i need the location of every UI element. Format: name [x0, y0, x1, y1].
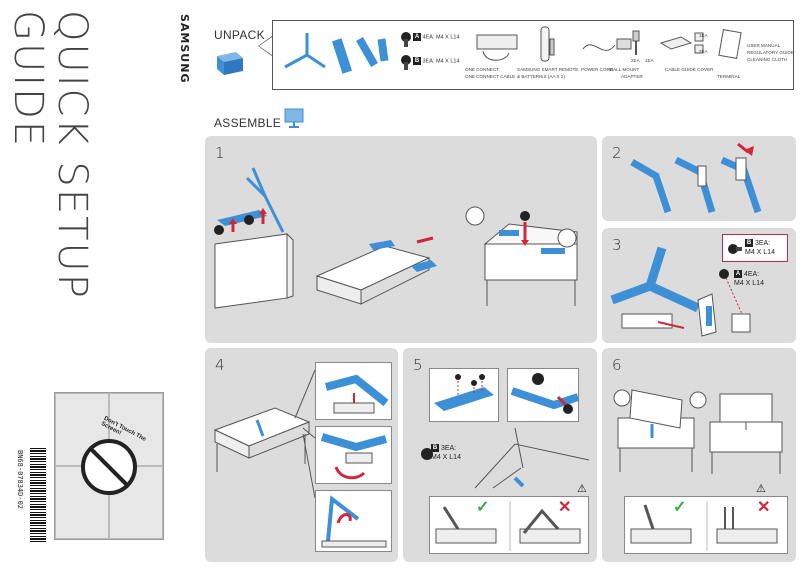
detail-illustration [434, 374, 494, 411]
step-4-number: 4 [215, 356, 225, 374]
power-cord-label: POWER CORD [581, 67, 614, 72]
cable-guide-label: CABLE GUIDE COVER [665, 67, 714, 72]
screw-icon [401, 32, 411, 70]
incorrect-icon: ✕ [757, 499, 771, 516]
adapter-label: ADAPTER [621, 74, 643, 79]
step-1-panel: 1 [205, 136, 597, 343]
step-3-b-label: B 3EA: M4 X L14 [745, 239, 775, 257]
one-connect-label: ONE CONNECT [465, 67, 499, 72]
comparison-illustration [435, 501, 581, 551]
step-3-illustration [610, 246, 751, 337]
correct-icon: ✓ [476, 499, 490, 516]
step-5-illustration [421, 427, 590, 489]
step-2-panel: 2 [602, 136, 796, 221]
step-5-b-tag: B [431, 444, 439, 453]
step-3-panel: 3 B 3EA: M4 X L14 A 4EA: M4 X L14 [602, 228, 796, 343]
step-4-detail-1 [315, 362, 392, 420]
screw-a-text: 4EA: M4 X L14 [422, 34, 460, 41]
cable-guide-qty-1ea: 1EA [699, 33, 708, 38]
brand-logo: SAMSUNG [178, 14, 191, 84]
step-3-a-qty: 4EA: [743, 271, 760, 278]
detail-illustration [320, 433, 388, 480]
cable-guide-qty-2ea: 2EA [699, 49, 708, 54]
step-5-right-wrong: ✓ ✕ [429, 496, 589, 554]
adapter-qty-1ea: 1EA [645, 58, 654, 63]
step-6-panel: 6 ✓ ✕ ⚠ [602, 348, 796, 562]
step-5-b-size: M4 X L14 [431, 454, 461, 461]
comparison-illustration [630, 501, 778, 551]
batteries-label: & BATTERIES (AA X 2) [517, 74, 565, 79]
step-6-illustration [613, 389, 783, 474]
step-3-b-size: M4 X L14 [745, 249, 775, 256]
detail-illustration [510, 373, 580, 414]
step-2-illustration [630, 142, 762, 214]
step-3-a-tag: A [734, 270, 742, 279]
step-5-detail-2 [507, 368, 580, 422]
step-4-detail-3 [315, 490, 392, 552]
card-quadrant [55, 393, 109, 466]
step-5-b-qty: 3EA: [440, 445, 457, 452]
step-5-detail-1 [429, 368, 499, 422]
unpack-pointer [258, 36, 272, 56]
screw-a-tag: A [413, 33, 421, 41]
wall-mount-adapter-icon [632, 30, 640, 55]
warning-icon: ⚠ [577, 483, 587, 495]
assemble-heading: ASSEMBLE [214, 116, 282, 130]
adapter-qty-2ea: 2EA [631, 58, 640, 63]
screw-a-label: A 4EA: M4 X L14 [413, 33, 460, 41]
step-3-b-tag: B [745, 239, 753, 248]
detail-illustration [321, 495, 387, 548]
cloth-label: CLEANING CLOTH [747, 57, 788, 62]
step-5-number: 5 [413, 356, 423, 374]
title-line-2: GUIDE [5, 10, 51, 149]
screw-b-callout: B 3EA: M4 X L14 [722, 234, 788, 262]
correct-icon: ✓ [673, 499, 687, 516]
one-connect-icon [476, 34, 518, 61]
title-line-1: QUICK SETUP [49, 10, 95, 300]
guide-title: QUICK SETUP GUIDE [5, 10, 95, 300]
warning-icon: ⚠ [756, 483, 766, 495]
step-2-number: 2 [612, 144, 622, 162]
step-3-number: 3 [612, 236, 622, 254]
wall-mount-label: WALL MOUNT [609, 67, 640, 72]
one-connect-cable-label: ONE CONNECT CABLE [465, 74, 516, 79]
screw-b-tag: B [413, 57, 421, 65]
step-1-number: 1 [215, 144, 225, 162]
no-touch-icon [81, 439, 137, 495]
step-6-number: 6 [612, 356, 622, 374]
regulatory-label: REGULATORY GUIDE [747, 50, 794, 55]
step-1-illustration [214, 167, 578, 309]
step-4-detail-2 [315, 426, 392, 484]
step-6-right-wrong: ✓ ✕ [624, 496, 788, 554]
manual-label: USER MANUAL [747, 43, 781, 48]
barcode [30, 446, 46, 542]
remote-label: SAMSUNG SMART REMOTE [517, 67, 579, 72]
remote-icon [540, 26, 555, 62]
manual-icon [718, 29, 742, 59]
step-4-illustration [213, 369, 316, 499]
step-3-a-size: M4 X L14 [734, 280, 764, 287]
part-number: BN68-07834D-02 [16, 450, 24, 510]
unpack-contents-box: A 4EA: M4 X L14 B 3EA: M4 X L14 ONE CONN… [272, 20, 794, 90]
detail-illustration [324, 374, 389, 414]
screw-b-label: B 3EA: M4 X L14 [413, 57, 460, 65]
step-3-a-label: A 4EA: M4 X L14 [734, 270, 764, 288]
step-5-b-label: B 3EA: M4 X L14 [431, 444, 461, 462]
tv-icon [284, 108, 304, 128]
power-cord-icon [582, 38, 632, 51]
screw-icon [728, 244, 742, 254]
do-not-touch-card: Don't Touch The Screen! [54, 392, 164, 540]
step-3-b-qty: 3EA: [754, 240, 771, 247]
incorrect-icon: ✕ [558, 499, 572, 516]
unpack-heading: UNPACK [214, 28, 265, 42]
stand-parts-icon [284, 33, 389, 74]
box-icon [217, 52, 243, 75]
step-4-panel: 4 [205, 348, 398, 562]
step-5-panel: 5 B 3EA: M4 X L14 [403, 348, 597, 562]
terminal-label: TERMINAL [717, 74, 741, 79]
screw-b-text: 3EA: M4 X L14 [422, 58, 460, 65]
cable-guide-icon [659, 32, 704, 54]
